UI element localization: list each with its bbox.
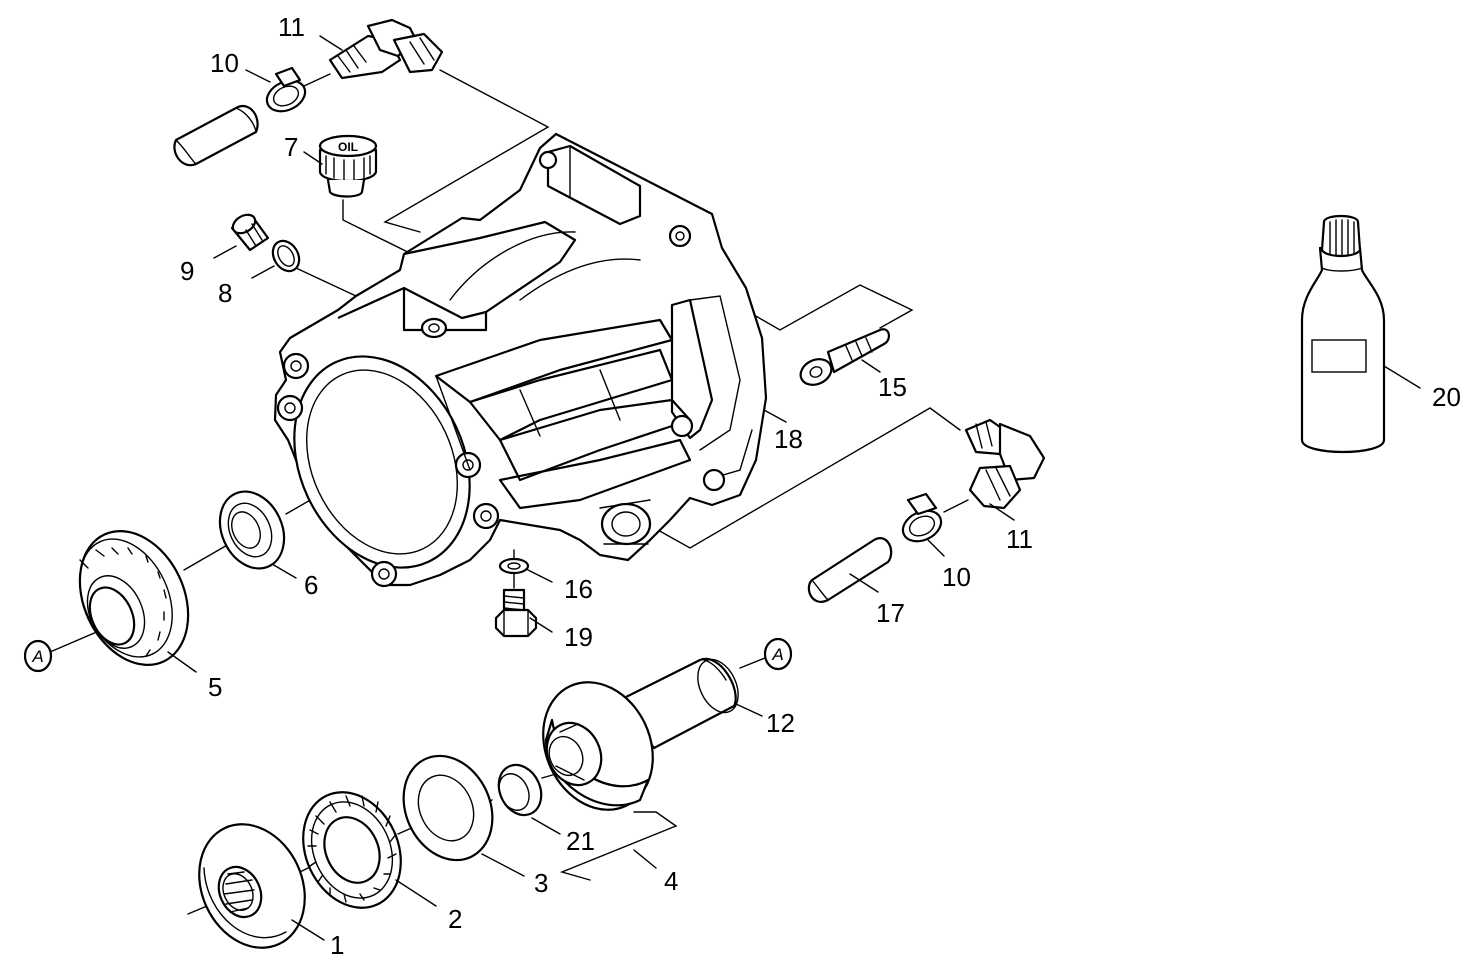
callout-10-top: 10: [210, 48, 239, 78]
drain-plug-and-ring: [230, 213, 301, 273]
callout-16: 16: [564, 574, 593, 604]
oil-bottle: [1300, 214, 1386, 454]
callout-2: 2: [448, 904, 462, 934]
callout-4: 4: [664, 866, 678, 896]
callout-11-right: 11: [1006, 524, 1033, 554]
callout-8: 8: [218, 278, 232, 308]
drive-shaft-cam: [542, 657, 739, 811]
right-hose-assembly: [807, 418, 1046, 603]
callout-leaders: [167, 35, 1421, 941]
callout-17: 17: [876, 598, 905, 628]
oil-cap-label: OIL: [338, 140, 358, 154]
callout-20: 20: [1432, 382, 1461, 412]
spacer-ring: [497, 763, 543, 817]
reference-mark-left: A: [23, 639, 53, 673]
callout-10-right: 10: [942, 562, 971, 592]
callout-21: 21: [566, 826, 595, 856]
callout-6: 6: [304, 570, 318, 600]
callout-18: 18: [774, 424, 803, 454]
socket-screw: [799, 328, 890, 386]
top-hose-assembly: [173, 18, 444, 167]
needle-thrust-bearing: [302, 791, 402, 909]
pump-housing: [273, 132, 768, 588]
reference-mark-right: A: [763, 637, 793, 671]
roller-bearing: [78, 530, 190, 666]
shaft-seal: [218, 490, 286, 570]
oil-cap: OIL: [318, 134, 378, 198]
washer-and-bolt: [494, 557, 538, 638]
callout-5: 5: [208, 672, 222, 702]
callout-12: 12: [766, 708, 795, 738]
callout-labels: 11 10 7 9 8 15 18 20 11 10 17 16 19 6 5 …: [180, 12, 1461, 960]
thrust-washer: [402, 754, 494, 862]
needle-bearing-cup: [198, 823, 306, 949]
callout-19: 19: [564, 622, 593, 652]
callout-15: 15: [878, 372, 907, 402]
callout-3: 3: [534, 868, 548, 898]
callout-1: 1: [330, 930, 344, 960]
callout-11-top: 11: [278, 12, 305, 42]
mark-a-right-label: A: [771, 645, 783, 664]
mark-a-left-label: A: [31, 647, 43, 666]
callout-7: 7: [284, 132, 298, 162]
callout-9: 9: [180, 256, 194, 286]
